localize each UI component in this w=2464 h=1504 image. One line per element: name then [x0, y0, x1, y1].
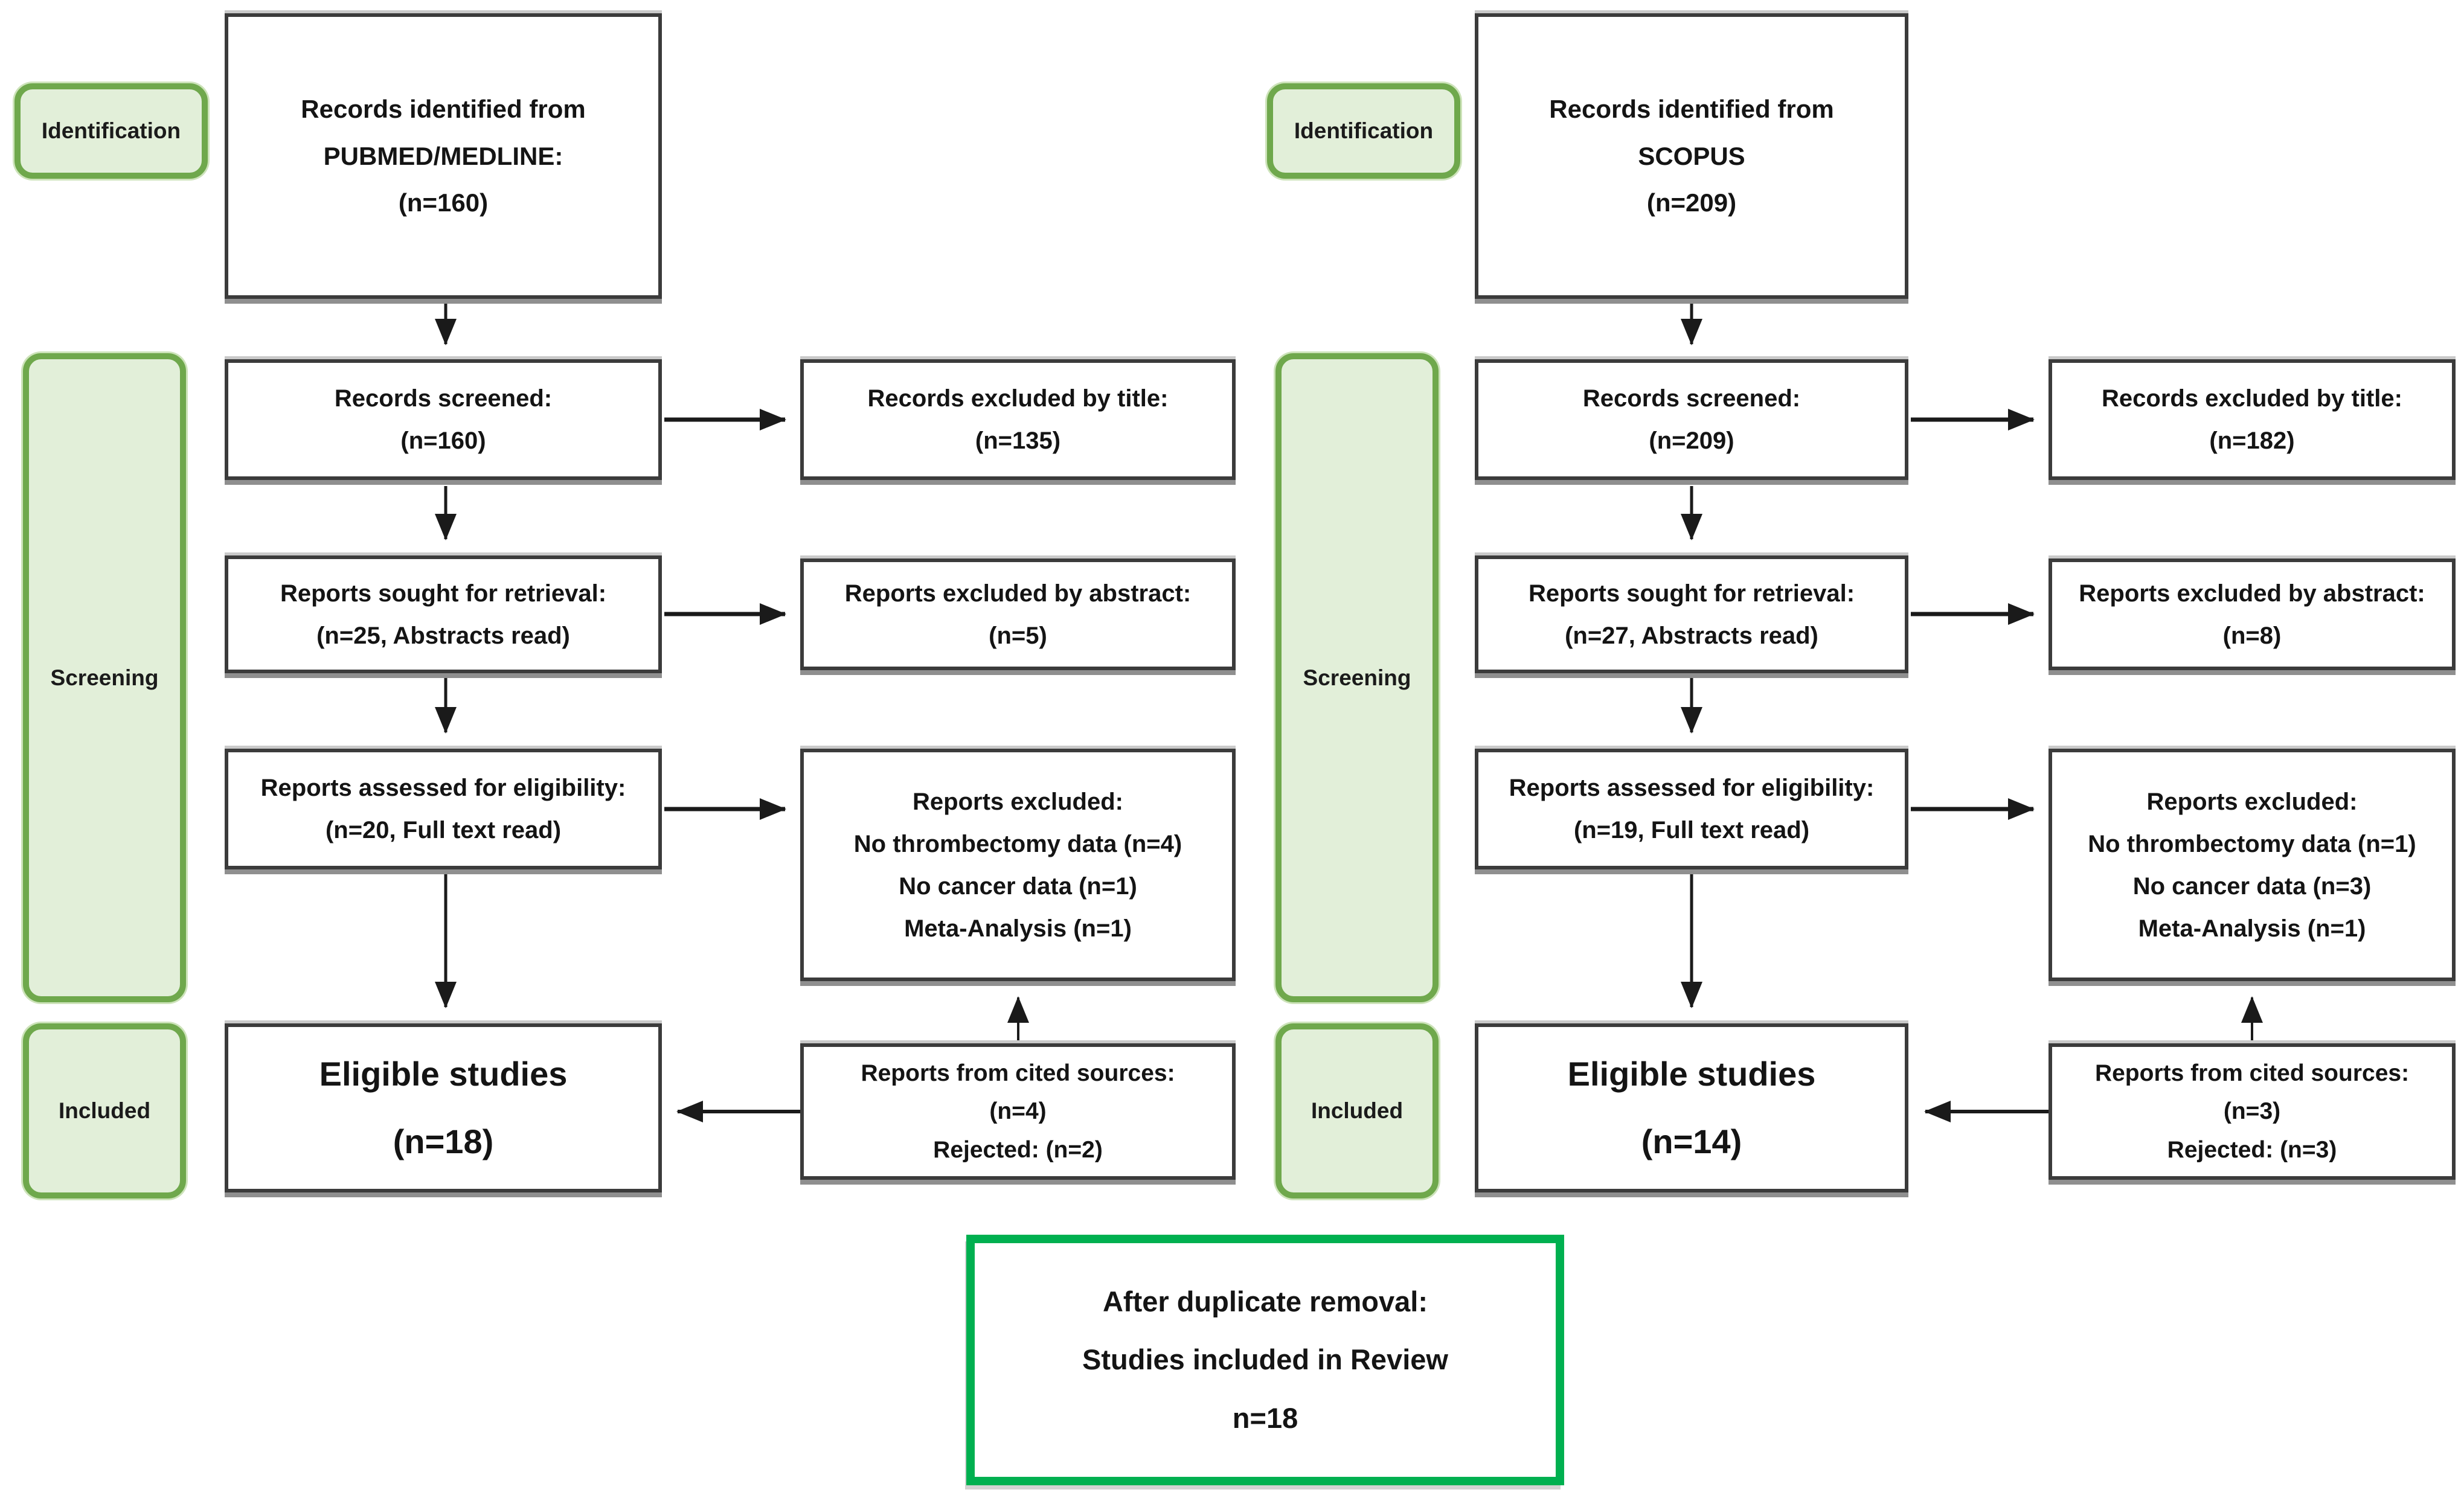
scopus-records-screened-text: Records screened: (n=209)	[1582, 385, 1801, 454]
scopus-cited-sources-text: Reports from cited sources: (n=3) Reject…	[2094, 1060, 2410, 1163]
pubmed-identification-stage-label: Identification	[14, 83, 208, 179]
scopus-excluded-by-title-box: Records excluded by title: (n=182)	[2049, 359, 2456, 480]
pubmed-reports-excluded-box: Reports excluded: No thrombectomy data (…	[800, 749, 1236, 981]
scopus-records-identified-box: Records identified from SCOPUS (n=209)	[1475, 13, 1908, 299]
pubmed-excluded-by-title-box: Records excluded by title: (n=135)	[800, 359, 1236, 480]
stage-label-text: Identification	[41, 118, 181, 143]
pubmed-excluded-by-abstract-box: Reports excluded by abstract: (n=5)	[800, 558, 1236, 670]
pubmed-cited-sources-text: Reports from cited sources: (n=4) Reject…	[861, 1060, 1175, 1163]
scopus-reports-assessed-text: Reports assessed for eligibility: (n=19,…	[1509, 775, 1875, 843]
after-duplicate-removal-summary-text: After duplicate removal: Studies include…	[1082, 1285, 1448, 1434]
scopus-excluded-by-abstract-box: Reports excluded by abstract: (n=8)	[2049, 558, 2456, 670]
scopus-records-screened-box: Records screened: (n=209)	[1475, 359, 1908, 480]
stage-label-text: Included	[1311, 1098, 1404, 1123]
pubmed-eligible-studies-text: Eligible studies (n=18)	[319, 1055, 568, 1160]
pubmed-reports-sought-box: Reports sought for retrieval: (n=25, Abs…	[225, 555, 662, 673]
pubmed-excluded-by-title-text: Records excluded by title: (n=135)	[867, 385, 1169, 454]
scopus-cited-sources-box: Reports from cited sources: (n=3) Reject…	[2049, 1043, 2456, 1180]
stage-label-text: Included	[58, 1098, 151, 1123]
stage-label-text: Screening	[1303, 665, 1411, 690]
scopus-reports-sought-box: Reports sought for retrieval: (n=27, Abs…	[1475, 555, 1908, 673]
pubmed-screening-stage-label: Screening	[23, 353, 186, 1002]
pubmed-excluded-by-abstract-text: Reports excluded by abstract: (n=5)	[844, 580, 1192, 649]
pubmed-reports-assessed-box: Reports assessed for eligibility: (n=20,…	[225, 749, 662, 869]
after-duplicate-removal-summary-box: After duplicate removal: Studies include…	[966, 1235, 1564, 1485]
stage-label-text: Identification	[1294, 118, 1434, 143]
scopus-reports-assessed-box: Reports assessed for eligibility: (n=19,…	[1475, 749, 1908, 869]
pubmed-records-identified-box: Records identified from PUBMED/MEDLINE: …	[225, 13, 662, 299]
scopus-eligible-studies-box: Eligible studies (n=14)	[1475, 1023, 1908, 1192]
scopus-excluded-by-title-text: Records excluded by title: (n=182)	[2102, 385, 2402, 454]
scopus-reports-excluded-text: Reports excluded: No thrombectomy data (…	[2088, 788, 2416, 942]
pubmed-records-screened-box: Records screened: (n=160)	[225, 359, 662, 480]
scopus-identification-stage-label: Identification	[1267, 83, 1460, 179]
pubmed-included-stage-label: Included	[23, 1023, 186, 1198]
scopus-eligible-studies-text: Eligible studies (n=14)	[1567, 1055, 1816, 1160]
pubmed-cited-sources-box: Reports from cited sources: (n=4) Reject…	[800, 1043, 1236, 1180]
scopus-records-identified-text: Records identified from SCOPUS (n=209)	[1549, 94, 1834, 217]
scopus-reports-excluded-box: Reports excluded: No thrombectomy data (…	[2049, 749, 2456, 981]
pubmed-records-identified-text: Records identified from PUBMED/MEDLINE: …	[301, 94, 586, 217]
stage-label-text: Screening	[50, 665, 159, 690]
pubmed-reports-sought-text: Reports sought for retrieval: (n=25, Abs…	[280, 580, 607, 649]
scopus-reports-sought-text: Reports sought for retrieval: (n=27, Abs…	[1528, 580, 1855, 649]
pubmed-eligible-studies-box: Eligible studies (n=18)	[225, 1023, 662, 1192]
pubmed-records-screened-text: Records screened: (n=160)	[334, 385, 553, 454]
pubmed-reports-excluded-text: Reports excluded: No thrombectomy data (…	[853, 788, 1182, 942]
pubmed-reports-assessed-text: Reports assessed for eligibility: (n=20,…	[260, 775, 626, 843]
scopus-excluded-by-abstract-text: Reports excluded by abstract: (n=8)	[2079, 580, 2425, 649]
scopus-included-stage-label: Included	[1275, 1023, 1439, 1198]
scopus-screening-stage-label: Screening	[1275, 353, 1439, 1002]
